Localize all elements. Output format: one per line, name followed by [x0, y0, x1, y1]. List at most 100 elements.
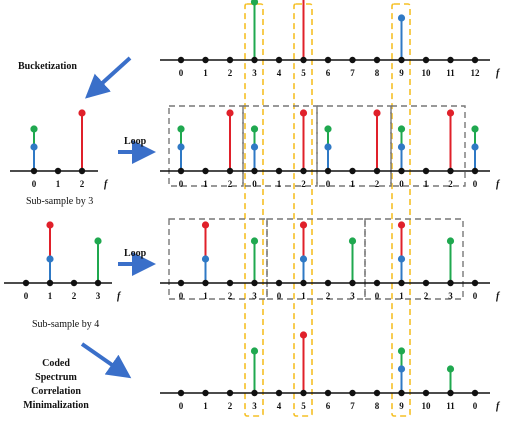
tick-label: 1 [301, 291, 306, 301]
highlight-bin-3 [244, 3, 264, 417]
stem-head-blue-bin-9 [397, 14, 406, 22]
tick-dot [324, 389, 332, 397]
bucket-box-5 [168, 218, 268, 300]
tick-dot [398, 167, 405, 175]
tick-label: 10 [422, 68, 432, 78]
tick-dot [226, 389, 234, 397]
tick-label: 9 [399, 401, 404, 411]
tick-dot [447, 56, 454, 64]
axis-f-label: f [496, 291, 501, 302]
bucket-box-6 [266, 218, 366, 300]
stem-head-red-bin-5 [299, 331, 308, 339]
tick-label: 0 [24, 291, 29, 301]
tick-label: 1 [203, 179, 208, 189]
tick-dot [422, 167, 430, 175]
stem-head-red-bin-2 [226, 109, 234, 117]
stem-head-red-bin-1 [46, 221, 54, 229]
tick-label: 0 [179, 68, 184, 78]
bucket-box-7 [364, 218, 464, 300]
tick-dot [202, 167, 209, 175]
tick-dot [398, 279, 405, 287]
tick-label: 2 [228, 291, 233, 301]
axis-f-label: f [496, 401, 501, 412]
tick-dot [22, 279, 30, 287]
tick-dot [251, 56, 258, 64]
highlight-columns [244, 3, 411, 417]
subsample-4-boxes [168, 218, 464, 300]
tick-dot [275, 279, 283, 287]
tick-label: 12 [471, 68, 481, 78]
tick-dot [300, 167, 307, 175]
tick-label: 3 [448, 291, 453, 301]
tick-label: 10 [422, 401, 432, 411]
stem-head-red-bin-11 [446, 109, 455, 117]
tick-label: 6 [326, 401, 331, 411]
tick-dot [251, 279, 258, 287]
tick-label: 6 [326, 68, 331, 78]
stem-head-green-bin-0 [30, 125, 38, 133]
tick-label: 2 [80, 179, 85, 189]
tick-label: 2 [326, 291, 331, 301]
bucketization-label: Bucketization [18, 61, 77, 72]
tick-dot [447, 389, 454, 397]
tick-dot [70, 279, 78, 287]
tick-dot [54, 167, 62, 175]
tick-label: 0 [399, 179, 404, 189]
tick-dot [46, 279, 54, 287]
tick-dot [398, 389, 405, 397]
tick-dot [226, 56, 234, 64]
tick-label: 0 [179, 179, 184, 189]
bucket-box-1 [168, 105, 244, 187]
tick-dot [300, 279, 307, 287]
stem-head-green-bin-6 [324, 125, 332, 133]
tick-label: 1 [48, 291, 53, 301]
stem-head-green-bin-3 [250, 0, 259, 6]
axis-f-label: f [104, 179, 109, 190]
tick-label: 0 [473, 179, 478, 189]
tick-dot [422, 279, 430, 287]
tick-label: 7 [350, 401, 355, 411]
stem-head-green-bin-3 [250, 347, 259, 355]
stem-head-blue-bin-1 [201, 255, 210, 263]
tick-label: 0 [252, 179, 257, 189]
tick-dot [177, 389, 185, 397]
stem-head-red-bin-2 [78, 109, 86, 117]
tick-dot [251, 167, 258, 175]
tick-label: 1 [277, 179, 282, 189]
stem-head-green-bin-12 [471, 125, 479, 133]
tick-label: 11 [446, 68, 455, 78]
tick-label: 3 [252, 401, 257, 411]
subsample-4-label: Sub-sample by 4 [32, 319, 99, 330]
tick-dot [447, 167, 454, 175]
tick-dot [471, 389, 479, 397]
tick-label: 1 [350, 179, 355, 189]
stem-head-green-bin-9 [397, 347, 406, 355]
tick-dot [275, 389, 283, 397]
tick-label: 4 [277, 401, 282, 411]
tick-label: 0 [375, 291, 380, 301]
tick-dot [324, 56, 332, 64]
coded-label-line4: Minimalization [23, 400, 89, 411]
tick-dot [226, 279, 234, 287]
tick-label: 2 [228, 401, 233, 411]
tick-dot [177, 167, 185, 175]
tick-dot [471, 56, 479, 64]
tick-label: 0 [473, 291, 478, 301]
bucket-box-2 [242, 105, 318, 187]
tick-label: 0 [179, 291, 184, 301]
stem-head-blue-bin-0 [30, 143, 38, 151]
tick-label: 3 [252, 68, 257, 78]
tick-dot [78, 167, 86, 175]
stem-head-green-bin-9 [397, 125, 406, 133]
tick-dot [471, 279, 479, 287]
tick-dot [177, 56, 185, 64]
coded-label-line1: Coded [42, 358, 70, 369]
tick-label: 2 [301, 179, 306, 189]
tick-label: 11 [446, 401, 455, 411]
highlight-bin-5 [293, 3, 313, 417]
tick-label: 1 [203, 401, 208, 411]
text-labels: Bucketization Loop Loop Sub-sample by 3 … [18, 61, 147, 411]
tick-dot [251, 389, 258, 397]
tick-label: 3 [96, 291, 101, 301]
